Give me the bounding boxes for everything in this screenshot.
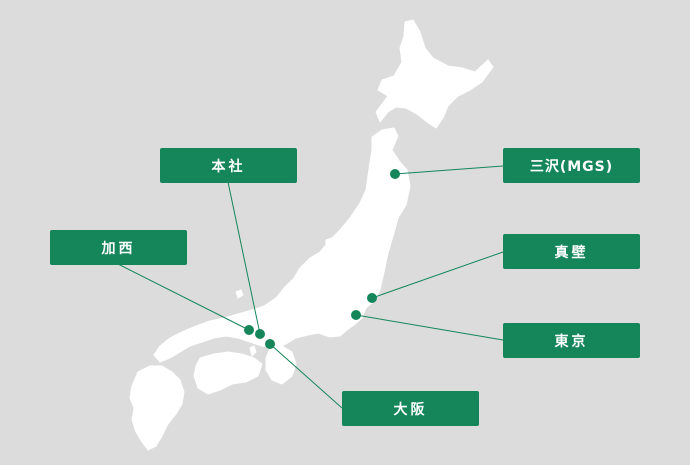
sado-island	[325, 237, 336, 251]
label-honsha[interactable]: 本社	[160, 148, 297, 183]
leader-line-honsha	[227, 181, 261, 335]
leader-line-tokyo	[355, 314, 504, 341]
kii-peninsula	[265, 345, 297, 385]
leader-line-makabe	[371, 251, 504, 299]
marker-kasai[interactable]	[244, 325, 254, 335]
leader-line-kasai	[117, 263, 250, 331]
awaji-island	[249, 345, 257, 357]
label-makabe[interactable]: 真壁	[503, 234, 640, 269]
leader-line-osaka	[269, 343, 343, 409]
leader-line-misawa	[394, 165, 504, 175]
marker-tokyo[interactable]	[351, 310, 361, 320]
leader-lines	[117, 165, 504, 409]
marker-misawa[interactable]	[390, 169, 400, 179]
japan-landmass	[129, 19, 494, 451]
hokkaido-island	[375, 19, 494, 129]
label-misawa[interactable]: 三沢(MGS)	[503, 148, 640, 183]
honshu-island	[153, 127, 411, 363]
marker-makabe[interactable]	[367, 293, 377, 303]
kyushu-island	[129, 365, 185, 451]
label-tokyo[interactable]: 東京	[503, 323, 640, 358]
label-osaka[interactable]: 大阪	[342, 391, 479, 426]
location-markers	[244, 169, 400, 349]
shikoku-island	[193, 351, 263, 395]
oki-islands	[235, 289, 244, 299]
label-kasai[interactable]: 加西	[50, 230, 187, 265]
marker-honsha[interactable]	[255, 329, 265, 339]
marker-osaka[interactable]	[265, 339, 275, 349]
